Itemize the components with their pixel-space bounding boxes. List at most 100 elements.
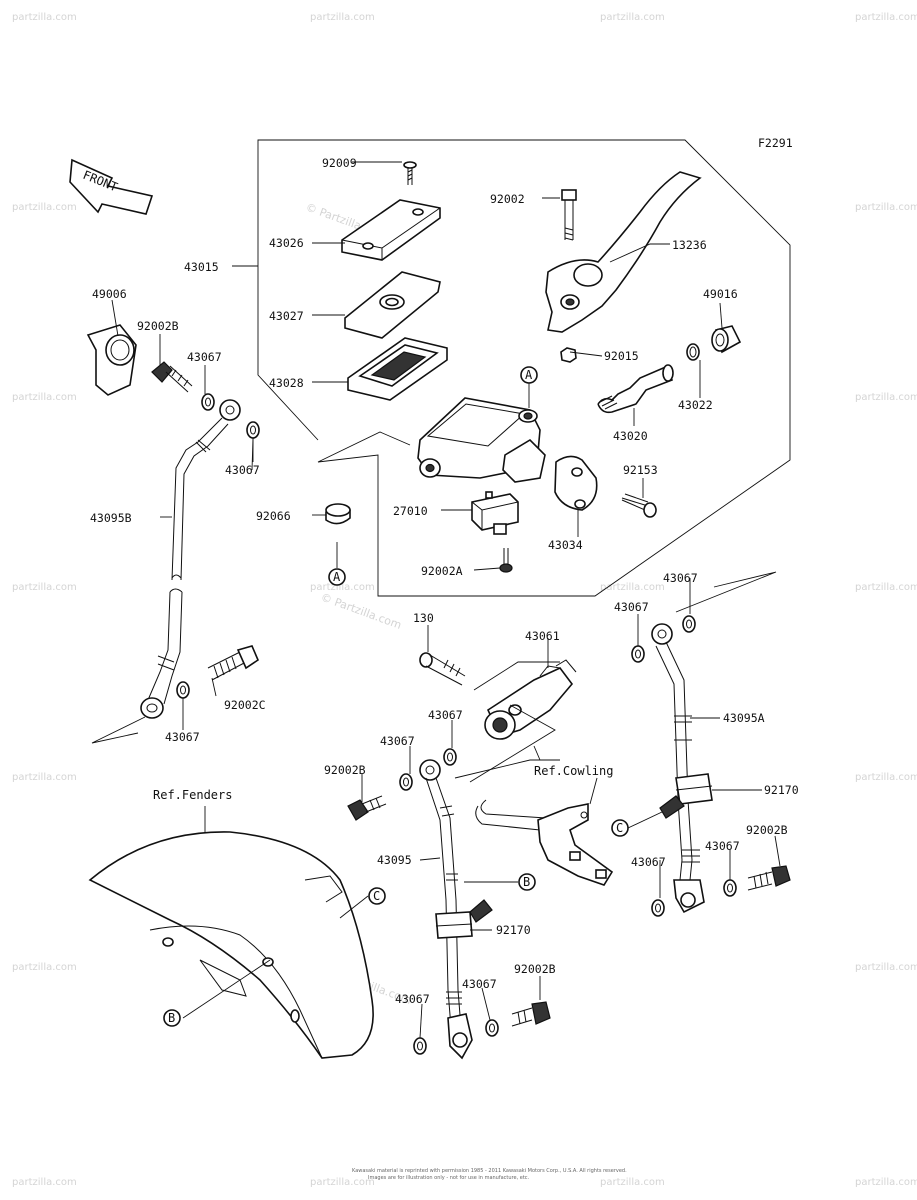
left-hose-group [86,324,260,744]
callout-letter: B [523,875,530,889]
washer-icon [399,773,413,791]
watermark-corner: partzilla.com [12,202,77,213]
watermark-corner: partzilla.com [310,1177,375,1188]
cap-screw-icon [403,161,417,185]
part-labels: 92009 92002 43026 13236 43015 49006 4302… [90,156,799,1006]
part-label: 92153 [623,463,658,477]
part-label: 43067 [380,734,415,748]
watermark-corner: partzilla.com [12,582,77,593]
switch-screw-icon [499,548,513,573]
part-label: 43026 [269,236,304,250]
callouts: A A B B C C [163,366,629,1027]
direction-arrow [675,571,777,613]
part-label: 49006 [92,287,127,301]
disclaimer-line: Images are for illustration only - not f… [368,1175,530,1181]
part-label: 92009 [322,156,357,170]
callout-letter: C [616,821,623,835]
watermarks: partzilla.com partzilla.com partzilla.co… [12,12,917,1188]
circlip-icon [686,343,700,361]
part-label: 92002B [514,962,556,976]
part-label: 27010 [393,504,428,518]
washer-icon [413,1037,427,1055]
callout-a-icon: A [520,366,538,384]
watermark-corner: partzilla.com [12,392,77,403]
part-label: 92002C [224,698,266,712]
front-arrow-icon: FRONT [69,158,154,215]
part-label: 13236 [672,238,707,252]
clamp-icon [554,455,598,511]
part-label: 43067 [225,463,260,477]
rubber-plug-icon [325,503,351,525]
fender-icon [88,831,374,1059]
washer-icon [682,615,696,633]
watermark-corner: partzilla.com [12,962,77,973]
part-label: 92170 [764,783,799,797]
watermark-corner: partzilla.com [855,392,917,403]
callout-a-icon: A [328,568,346,586]
banjo-bolt-icon [347,795,387,821]
watermark-corner: partzilla.com [310,12,375,23]
clamp-bolt-icon [621,493,657,518]
banjo-bolt-icon [511,1001,551,1027]
watermark-corner: partzilla.com [855,772,917,783]
callout-c-icon: C [368,887,386,905]
part-label: 92002 [490,192,525,206]
watermark-corner: partzilla.com [855,12,917,23]
watermark-corner: partzilla.com [855,962,917,973]
callout-letter: A [525,368,533,382]
hose-cap-icon [86,324,137,396]
hose-joint-icon [484,659,577,740]
ref-cowling-label: Ref.Cowling [534,764,613,778]
part-label: 43095 [377,853,412,867]
part-label: 43067 [705,839,740,853]
copyright-line: Kawasaki material is reprinted with perm… [352,1168,627,1174]
washer-icon [631,645,645,663]
part-label: 43015 [184,260,219,274]
watermark-corner: partzilla.com [600,12,665,23]
part-label: 92066 [256,509,291,523]
callout-b-icon: B [518,873,536,891]
diaphragm-icon [347,337,448,401]
washer-icon [246,421,260,439]
watermark-corner: partzilla.com [12,1177,77,1188]
watermark-corner: partzilla.com [12,12,77,23]
part-label: 43022 [678,398,713,412]
part-label: 92002B [746,823,788,837]
callout-letter: B [168,1011,175,1025]
part-label: 43067 [165,730,200,744]
assembly-boundary [257,139,791,597]
banjo-bolt-icon [151,361,193,393]
part-label: 43067 [395,992,430,1006]
part-label: 43067 [663,571,698,585]
watermark-corner: partzilla.com [12,772,77,783]
washer-icon [723,879,737,897]
hose-clamp-icon [435,899,493,939]
lever-nut-icon [560,347,577,363]
lower-hose-group [413,759,551,1060]
part-label: 43020 [613,429,648,443]
leader-line [454,759,560,779]
watermark-corner: partzilla.com [600,1177,665,1188]
part-label: 130 [413,611,434,625]
part-label: 43061 [525,629,560,643]
watermark-corner: partzilla.com [600,582,665,593]
dust-boot-icon [711,325,742,354]
washer-icon [651,899,665,917]
flanged-bolt-icon [419,652,466,686]
brake-lever-icon [545,171,702,333]
brake-switch-icon [471,491,519,535]
washer-icon [443,748,457,766]
watermark-corner: partzilla.com [855,582,917,593]
leader-lines [111,161,781,1039]
part-label: 43028 [269,376,304,390]
part-label: 43095A [723,711,765,725]
part-label: 43027 [269,309,304,323]
banjo-bolt-c-icon [207,645,259,681]
pivot-bolt-icon [561,189,577,241]
master-cylinder-group [325,161,742,573]
master-cylinder-body-icon [417,397,546,483]
washer-icon [201,393,215,411]
watermark-corner: partzilla.com [855,202,917,213]
part-label: 43034 [548,538,583,552]
leader-line [469,704,556,783]
